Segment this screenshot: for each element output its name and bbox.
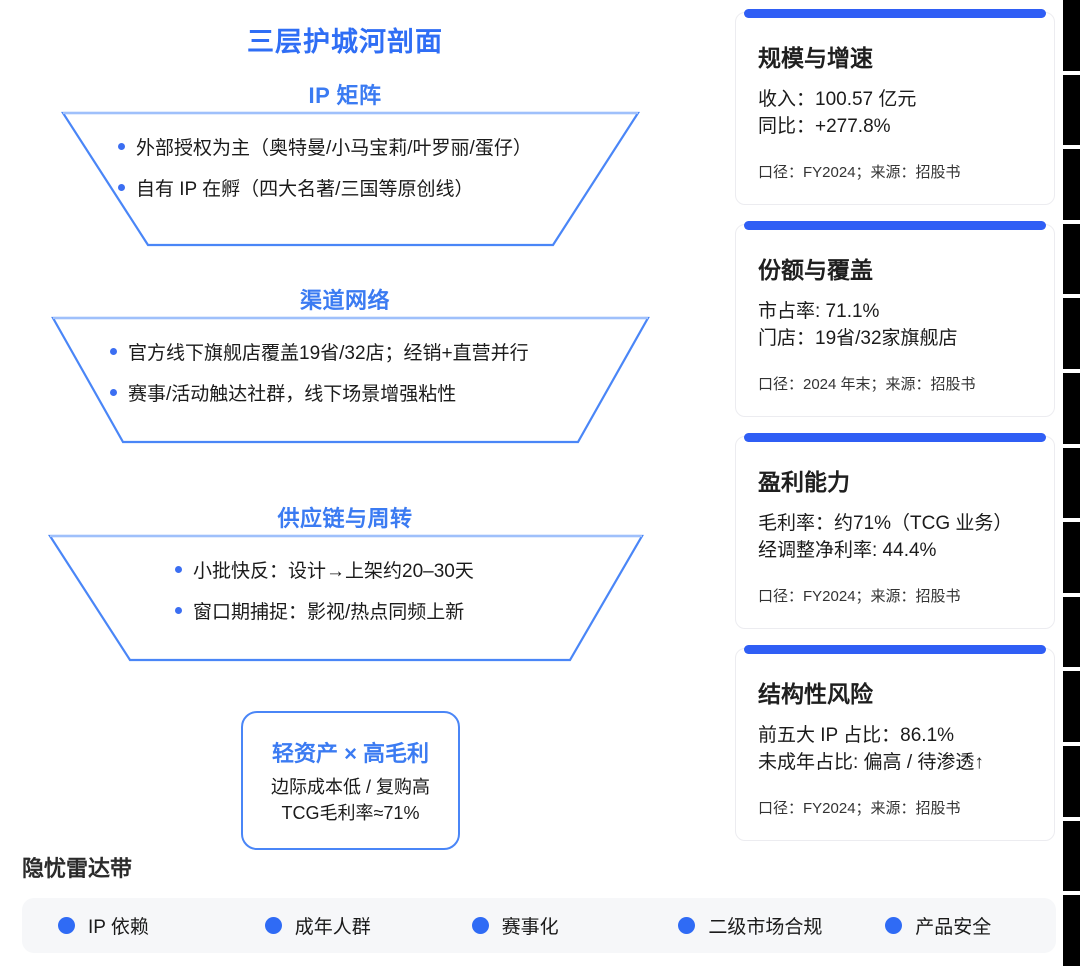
card-metric: 前五大 IP 占比：86.1% [758,724,955,746]
card-title: 盈利能力 [758,468,850,495]
card-metric: 收入：100.57 亿元 [758,89,917,110]
funnel-layer-1-bullets: 外部授权为主（奥特曼/小马宝莉/叶罗丽/蛋仔） 自有 IP 在孵（四大名著/三国… [0,110,690,211]
funnel-layer-3-title: 供应链与周转 [277,506,413,531]
radar-item-label: 赛事化 [501,917,559,938]
radar-dot-icon [58,917,75,934]
radar-item-label: 产品安全 [915,917,992,938]
edge-segment [1063,0,1080,71]
card-metric: 门店：19省/32家旗舰店 [758,327,958,349]
card-source-note: 口径：2024 年末；来源：招股书 [758,375,976,393]
card-metric: 经调整净利率: 44.4% [758,539,937,561]
radar-dot-icon [471,917,489,934]
page-title: 三层护城河剖面 [247,27,443,57]
card-metric: 市占率: 71.1% [758,300,880,322]
callout-box: 轻资产 × 高毛利 边际成本低 / 复购高 TCG毛利率≈71% [241,711,460,850]
radar-item[interactable]: 产品安全 [849,912,1056,939]
edge-segment [1063,223,1080,295]
bullet-text: 外部授权为主（奥特曼/小马宝莉/叶罗丽/蛋仔） [136,138,532,159]
edge-segment [1063,895,1080,966]
edge-segment [1063,298,1080,370]
funnel-layer-3-bullets: 小批快反：设计→上架约20–30天 窗口期捕捉：影视/热点同频上新 [0,533,690,634]
edge-segment [1063,149,1080,220]
card-title: 规模与增速 [758,45,873,71]
funnel-layer-2-title: 渠道网络 [299,288,390,313]
radar-item[interactable]: 赛事化 [436,912,643,939]
funnel-layer-3: 供应链与周转 小批快反：设计→上架约20–30天 窗口期捕捉：影视/热点同频上新 [0,501,690,663]
bullet-item: 自有 IP 在孵（四大名著/三国等原创线） [118,175,630,204]
bullet-dot-icon [118,143,125,150]
bullet-item: 窗口期捕捉：影视/热点同频上新 [175,598,630,627]
edge-segment [1063,596,1080,668]
trapezoid-3-icon [47,534,644,662]
edge-segment [1063,820,1080,892]
stat-card-list: 规模与增速 收入：100.57 亿元 同比：+277.8% 口径：FY2024；… [735,9,1055,841]
edge-film-strip [1063,0,1080,966]
callout-line-1: 边际成本低 / 复购高 [270,777,430,798]
radar-item-label: IP 依赖 [88,917,149,938]
edge-segment [1063,522,1080,593]
stat-card-share-coverage[interactable]: 份额与覆盖 市占率: 71.1% 门店：19省/32家旗舰店 口径：2024 年… [735,220,1055,417]
bullet-item: 赛事/活动触达社群，线下场景增强粘性 [110,380,640,409]
stat-card-structural-risk[interactable]: 结构性风险 前五大 IP 占比：86.1% 未成年占比: 偏高 / 待渗透↑ 口… [735,644,1055,841]
bullet-dot-icon [175,607,182,615]
callout-title: 轻资产 × 高毛利 [271,741,430,767]
edge-segment [1063,373,1080,444]
radar-dot-icon [678,917,696,934]
funnel-shape-1: 外部授权为主（奥特曼/小马宝莉/叶罗丽/蛋仔） 自有 IP 在孵（四大名著/三国… [0,110,690,248]
card-metric: 毛利率：约71%（TCG 业务） [758,512,1013,534]
bullet-text: 官方线下旗舰店覆盖19省/32店；经销+直营并行 [128,343,529,364]
edge-segment [1063,447,1080,519]
card-accent-bar [744,220,1046,230]
card-source-note: 口径：FY2024；来源：招股书 [758,799,961,817]
card-metric: 同比：+277.8% [758,115,891,137]
bullet-dot-icon [110,348,117,355]
bullet-item: 小批快反：设计→上架约20–30天 [175,557,630,586]
radar-band: IP 依赖 成年人群 赛事化 二级市场合规 产品安全 [22,898,1056,953]
trapezoid-1-icon [60,111,641,247]
bullet-text: 窗口期捕捉：影视/热点同频上新 [193,602,465,624]
card-title: 结构性风险 [758,680,873,707]
bullet-text: 小批快反：设计→上架约20–30天 [193,561,474,582]
edge-segment [1063,671,1080,743]
radar-item[interactable]: IP 依赖 [22,912,229,939]
callout-line-2: TCG毛利率≈71% [281,803,420,823]
card-accent-bar [744,9,1046,18]
bullet-dot-icon [110,389,117,397]
edge-segment [1063,746,1080,817]
bullet-text: 赛事/活动触达社群，线下场景增强粘性 [128,384,457,406]
radar-item[interactable]: 二级市场合规 [642,912,849,939]
card-accent-bar [744,432,1046,442]
stat-card-profitability[interactable]: 盈利能力 毛利率：约71%（TCG 业务） 经调整净利率: 44.4% 口径：F… [735,432,1055,629]
edge-segment [1063,74,1080,146]
card-title: 份额与覆盖 [758,256,873,283]
radar-dot-icon [885,917,903,934]
radar-item-label: 成年人群 [294,917,371,938]
stat-card-scale-growth[interactable]: 规模与增速 收入：100.57 亿元 同比：+277.8% 口径：FY2024；… [735,9,1055,205]
funnel-layer-2-bullets: 官方线下旗舰店覆盖19省/32店；经销+直营并行 赛事/活动触达社群，线下场景增… [0,315,690,416]
radar-dot-icon [264,917,282,934]
funnel-layer-2: 渠道网络 官方线下旗舰店覆盖19省/32店；经销+直营并行 赛事/活动触达社群，… [0,283,690,445]
bullet-text: 自有 IP 在孵（四大名著/三国等原创线） [136,179,474,201]
bullet-dot-icon [118,184,125,192]
funnel-layer-1: IP 矩阵 外部授权为主（奥特曼/小马宝莉/叶罗丽/蛋仔） 自有 IP 在孵（四… [0,78,690,248]
trapezoid-2-icon [51,316,650,444]
radar-band-heading: 隐忧雷达带 [22,856,133,881]
bullet-item: 官方线下旗舰店覆盖19省/32店；经销+直营并行 [110,339,640,368]
bullet-dot-icon [175,566,182,573]
funnel-shape-3: 小批快反：设计→上架约20–30天 窗口期捕捉：影视/热点同频上新 [0,533,690,663]
bullet-item: 外部授权为主（奥特曼/小马宝莉/叶罗丽/蛋仔） [118,134,630,163]
card-source-note: 口径：FY2024；来源：招股书 [758,163,961,181]
card-source-note: 口径：FY2024；来源：招股书 [758,587,961,605]
card-accent-bar [744,644,1046,654]
funnel-column: 三层护城河剖面 IP 矩阵 外部授权为主（奥特曼/小马宝莉/叶罗丽/蛋仔） 自有… [0,27,690,850]
funnel-shape-2: 官方线下旗舰店覆盖19省/32店；经销+直营并行 赛事/活动触达社群，线下场景增… [0,315,690,445]
radar-item[interactable]: 成年人群 [229,912,436,939]
funnel-layer-1-title: IP 矩阵 [308,83,382,108]
radar-item-label: 二级市场合规 [708,917,823,938]
card-metric: 未成年占比: 偏高 / 待渗透↑ [758,751,984,773]
